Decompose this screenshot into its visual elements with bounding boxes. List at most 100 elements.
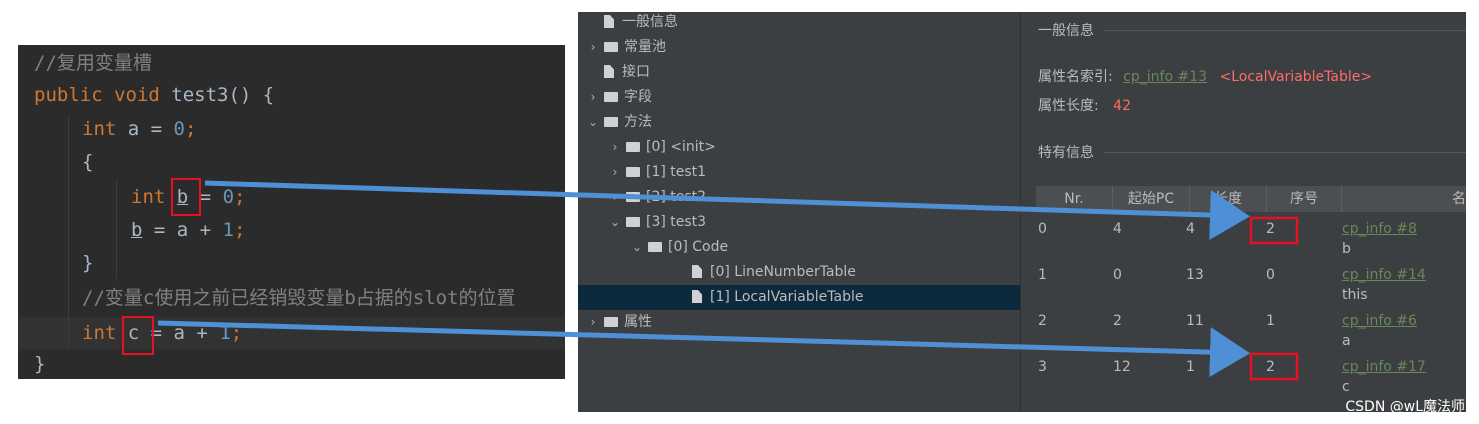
tree-item-label: [3] test3 [646,214,707,230]
tree-item-label: [1] LocalVariableTable [710,289,864,305]
code-line-int-c: int c = a + 1; [82,317,242,349]
folder-icon [626,142,640,152]
tree-item[interactable]: 接口 [578,60,650,85]
tree-item-content: › [1] test1 [578,164,706,180]
folder-icon [604,117,618,127]
column-header-name-text: 名 [1452,191,1466,207]
column-header-index[interactable]: 序号 [1267,186,1342,212]
tree-item-content: › 常量池 [578,39,666,55]
cell-name-link[interactable]: cp_info #17 [1342,359,1426,375]
tree-item[interactable]: › 属性 [578,310,652,335]
tree-item[interactable]: › [0] <init> [578,135,716,160]
indent-guide [116,179,117,279]
tree-item-content: › [0] <init> [578,139,716,155]
code-final-brace: } [34,353,46,375]
code-method-name: test3 [171,84,229,106]
code-line-b-assign: b = a + 1; [131,214,245,246]
code-keyword: public void [34,84,172,106]
cell-name-link[interactable]: cp_info #14 [1342,267,1426,283]
code-keyword: int [82,118,117,140]
column-header-length[interactable]: 长度 [1190,186,1267,212]
highlight-box-var-c [122,316,154,355]
section-title-specific: 特有信息 [1038,145,1094,161]
tree-item-content: ›[2] test2 [578,189,706,205]
cell-name: a [1342,333,1351,349]
attr-length-value: 42 [1113,98,1131,114]
code-number: 0 [173,118,185,140]
chevron-right-icon[interactable]: › [612,140,618,154]
tree-item-content: › 属性 [578,314,652,330]
cell-nr: 2 [1038,313,1047,329]
cell-start-pc: 4 [1113,221,1122,237]
chevron-right-icon[interactable]: › [612,165,618,179]
cell-name: this [1342,287,1368,303]
code-semicolon: ; [230,322,243,344]
cell-name-link[interactable]: cp_info #6 [1342,313,1417,329]
highlight-box-var-b [171,178,201,216]
cell-nr: 1 [1038,267,1047,283]
chevron-right-icon[interactable]: › [590,40,596,54]
attr-name-row: 属性名索引: cp_info #13 <LocalVariableTable> [1038,66,1372,86]
tree-item[interactable]: [0] LineNumberTable [578,260,856,285]
folder-icon [604,92,618,102]
code-editor[interactable]: //复用变量槽 public void test3() { int a = 0;… [18,45,565,379]
tree-item[interactable]: › 常量池 [578,35,666,60]
chevron-down-icon[interactable]: ⌄ [587,115,599,129]
tree-item[interactable]: ⌄方法 [578,110,652,135]
tree-item[interactable]: ›字段 [578,85,652,110]
tree-item-content: 接口 [578,64,650,80]
cell-length: 4 [1186,221,1195,237]
attr-name-link[interactable]: cp_info #13 [1123,69,1208,85]
chevron-right-icon[interactable]: › [612,190,618,204]
column-header-nr[interactable]: Nr. [1036,186,1113,212]
tree-item[interactable]: › [1] test1 [578,160,706,185]
code-token: () { [228,84,275,106]
watermark: CSDN @wL魔法师 [1345,399,1465,415]
folder-icon [626,192,640,202]
cell-start-pc: 0 [1113,267,1122,283]
panel-splitter[interactable] [1020,12,1037,412]
chevron-right-icon[interactable]: › [590,315,596,329]
tree-item-content: ›字段 [578,89,652,105]
column-header-start-pc[interactable]: 起始PC [1113,186,1190,212]
cell-length: 1 [1186,359,1195,375]
indent-guide [68,115,69,349]
tree-item-label: [1] test1 [646,164,707,180]
chevron-down-icon[interactable]: ⌄ [631,240,643,254]
code-line-int-a: int a = 0; [82,113,196,145]
code-close-brace: } [82,252,94,274]
code-number: 0 [222,186,235,208]
file-icon [604,65,614,78]
tree-item-label: [0] <init> [646,139,716,155]
tree-item-content: [0] LineNumberTable [578,264,856,280]
section-divider [1104,152,1466,153]
code-token: a = [116,118,174,140]
code-comment-title: //复用变量槽 [34,52,152,74]
attribute-details: 一般信息 属性名索引: cp_info #13 <LocalVariableTa… [1036,12,1466,412]
structure-tree[interactable]: 一般信息 › 常量池接口 ›字段 ⌄方法 › [0] <init> › [1] test1 ›[2… [578,12,1020,412]
file-icon [692,265,702,278]
attr-name-value: <LocalVariableTable> [1219,69,1373,85]
chevron-down-icon[interactable]: ⌄ [609,215,621,229]
tree-item[interactable]: ›[2] test2 [578,185,706,210]
code-var-b: b [176,186,189,208]
folder-icon [648,242,662,252]
cell-name: c [1342,379,1350,395]
tree-item-label: 一般信息 [622,14,678,30]
code-token: = a + [142,219,223,241]
cell-name-link[interactable]: cp_info #8 [1342,221,1417,237]
tree-item[interactable]: 一般信息 [578,10,678,35]
tree-item-label: 常量池 [624,39,666,55]
tree-item[interactable]: ⌄ [3] test3 [578,210,706,235]
chevron-right-icon[interactable]: › [590,90,596,104]
folder-icon [626,167,640,177]
tree-item[interactable]: [1] LocalVariableTable [578,285,1020,310]
column-header-name[interactable]: 名 [1342,186,1466,212]
tree-item[interactable]: ⌄[0] Code [578,235,728,260]
tree-item-label: 属性 [624,314,652,330]
tree-item-content: ⌄方法 [578,114,652,130]
